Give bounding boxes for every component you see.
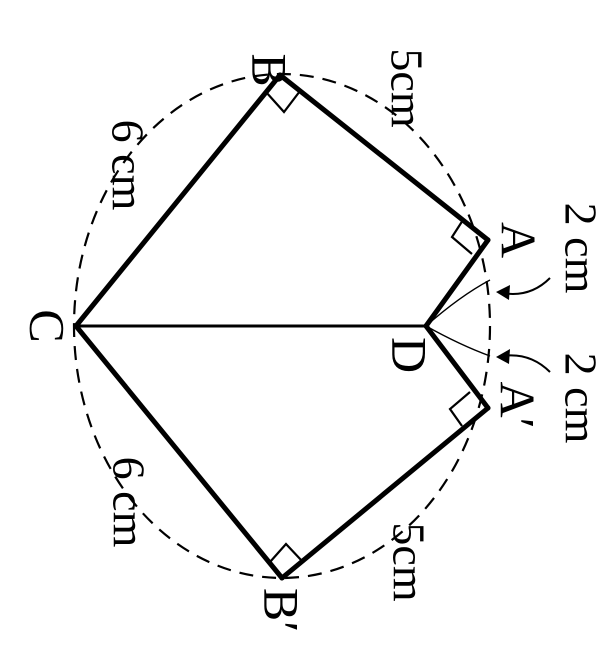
length-label-CB-prime: 6 cm bbox=[103, 457, 154, 548]
arrowhead-A bbox=[496, 285, 510, 300]
label-point-A-prime: A′ bbox=[490, 381, 546, 428]
label-point-D: D bbox=[382, 337, 438, 373]
segment-A-prime-B-prime bbox=[279, 405, 491, 581]
right-angle-mark-B-prime bbox=[269, 542, 303, 563]
length-label-AB: 5cm bbox=[381, 48, 432, 127]
right-angle-mark-A bbox=[450, 219, 473, 255]
label-point-B-prime: B′ bbox=[254, 588, 310, 632]
right-angle-mark-B bbox=[265, 90, 301, 114]
segment-C-B bbox=[73, 72, 283, 329]
segment-B-prime-C bbox=[73, 323, 285, 581]
segment-B-A bbox=[277, 72, 491, 243]
segment-D-A-prime bbox=[423, 323, 491, 411]
ray-D-lower bbox=[425, 325, 491, 357]
label-point-A: A bbox=[491, 222, 547, 258]
length-label-A-prime-arc: 2 cm bbox=[555, 353, 603, 444]
label-point-B: B bbox=[242, 53, 298, 86]
ray-D-upper bbox=[425, 279, 491, 327]
length-label-A-arc: 2 cm bbox=[555, 203, 603, 294]
length-label-B-prime-A-prime: 5cm bbox=[383, 522, 434, 601]
label-point-C: C bbox=[20, 309, 76, 342]
arrowhead-A-prime bbox=[496, 349, 510, 364]
right-angle-mark-A-prime bbox=[448, 391, 471, 427]
segment-A-D bbox=[423, 237, 491, 329]
length-label-BC: 6 cm bbox=[102, 120, 153, 211]
